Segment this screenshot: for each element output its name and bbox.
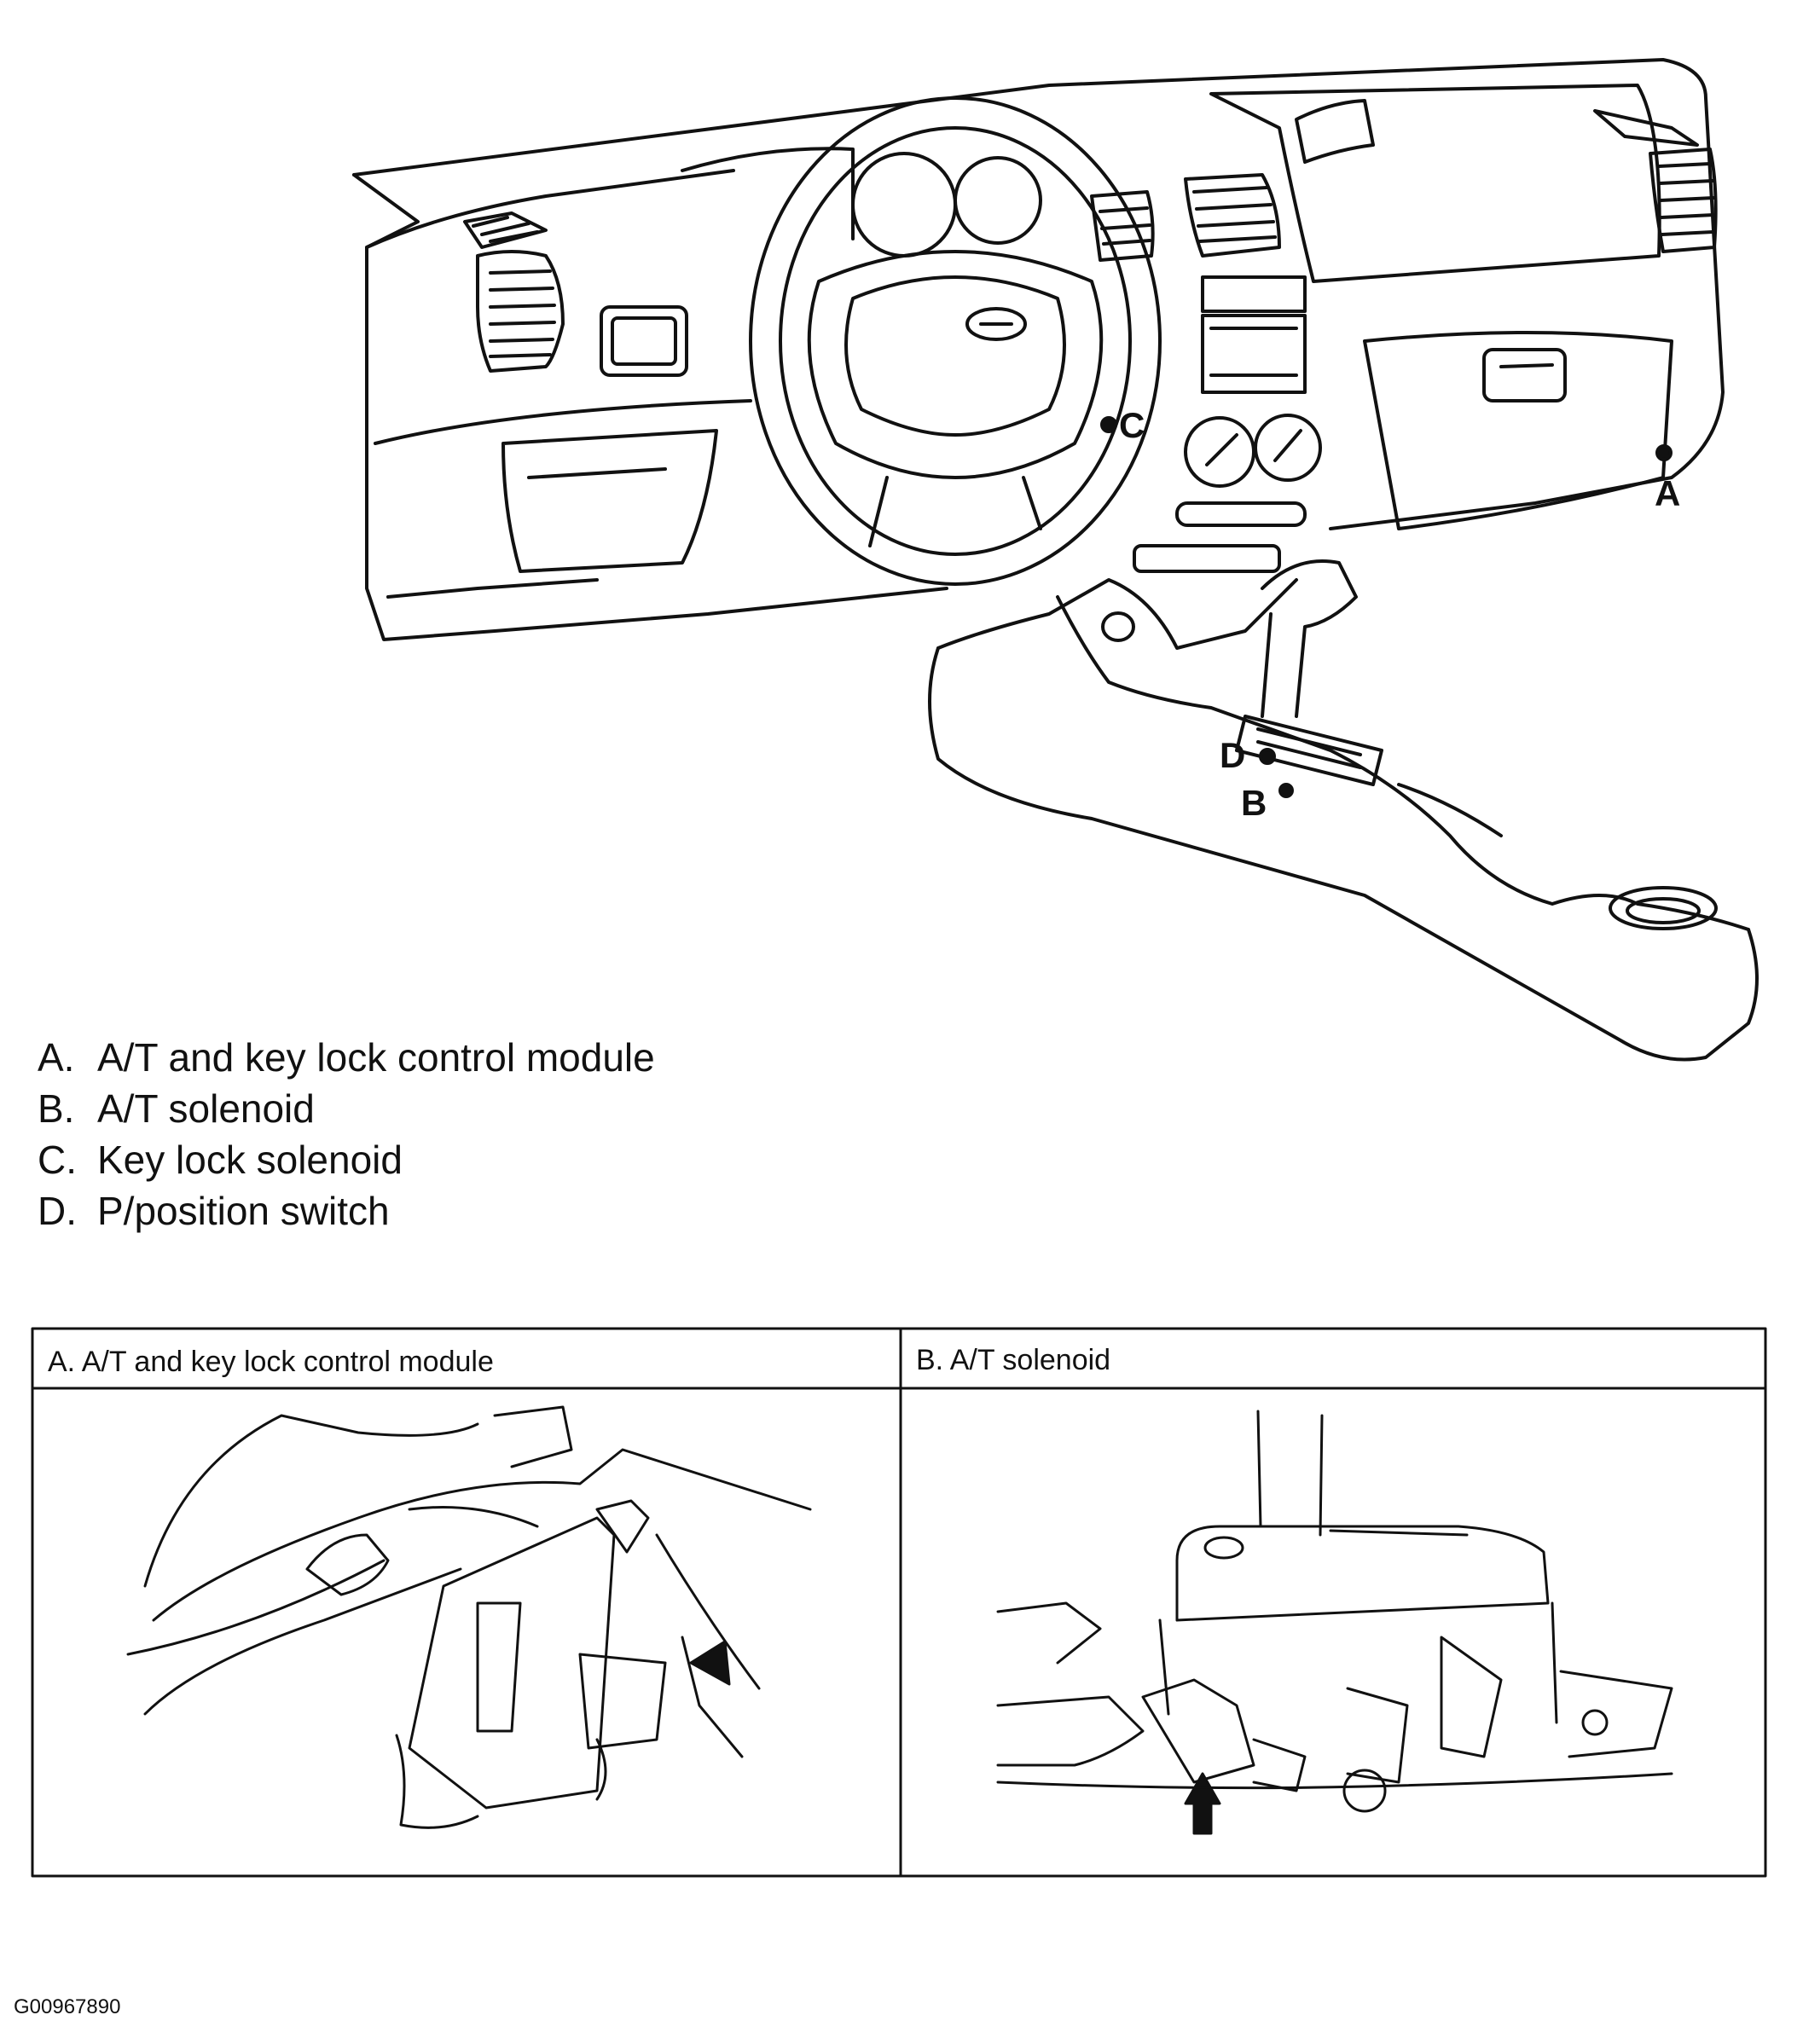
legend-key: A. <box>38 1035 75 1080</box>
legend-key: B. <box>38 1086 75 1131</box>
panel-a-title: A. A/T and key lock control module <box>48 1346 494 1378</box>
legend-item-b: B. A/T solenoid <box>38 1083 655 1134</box>
legend-key: C. <box>38 1138 77 1182</box>
legend-text: Key lock solenoid <box>97 1138 403 1182</box>
legend-item-c: C. Key lock solenoid <box>38 1134 655 1185</box>
panel-b-title: B. A/T solenoid <box>916 1344 1111 1376</box>
callout-b: B <box>1241 783 1267 823</box>
legend-text: P/position switch <box>97 1189 390 1233</box>
callout-c: C <box>1119 405 1145 445</box>
legend-text: A/T solenoid <box>97 1086 315 1131</box>
callout-d: D <box>1220 735 1246 775</box>
detail-panels <box>31 1327 1767 1878</box>
dashboard-illustration <box>352 58 1759 1062</box>
figure-id: G00967890 <box>14 1995 121 2018</box>
callout-a: A <box>1655 473 1681 513</box>
legend-text: A/T and key lock control module <box>97 1035 655 1080</box>
panel-a-illustration <box>126 1405 812 1829</box>
panel-b-illustration <box>996 1410 1673 1835</box>
legend: A. A/T and key lock control module B. A/T … <box>38 1032 655 1236</box>
legend-item-a: A. A/T and key lock control module <box>38 1032 655 1083</box>
legend-key: D. <box>38 1189 77 1233</box>
legend-item-d: D. P/position switch <box>38 1185 655 1236</box>
